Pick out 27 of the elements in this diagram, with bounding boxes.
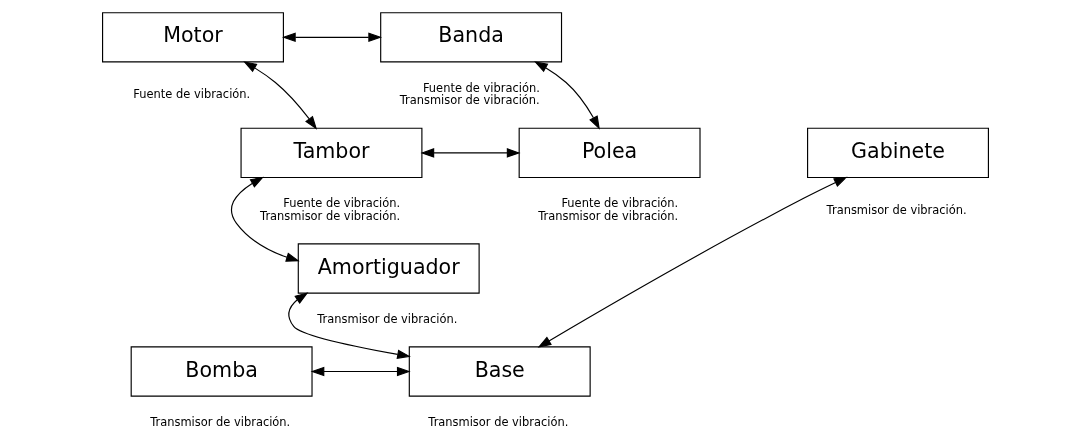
node-box: Tambor — [240, 127, 422, 179]
arrow — [533, 61, 600, 130]
node-label: Fuente de vibración. — [132, 86, 250, 101]
arrow — [281, 32, 382, 43]
arrow — [287, 292, 411, 360]
node-label: Fuente de vibración. — [422, 80, 540, 95]
node-box: Gabinete — [806, 127, 989, 179]
node-box: Motor — [101, 12, 284, 63]
node-box: Amortiguador — [297, 243, 480, 294]
node-label: Transmisor de vibración. — [427, 414, 568, 429]
node-label: Transmisor de vibración. — [259, 208, 400, 223]
node-box: Base — [408, 346, 591, 397]
node-label: Transmisor de vibración. — [316, 311, 457, 326]
arrow — [242, 61, 317, 130]
arrow — [537, 176, 848, 348]
node-label: Transmisor de vibración. — [149, 414, 290, 429]
node-label: Transmisor de vibración. — [399, 93, 540, 108]
node-box: Bomba — [130, 346, 313, 397]
node-label: Fuente de vibración. — [282, 196, 400, 211]
node-box: Banda — [379, 12, 562, 63]
arrow — [310, 366, 411, 377]
node-box: Polea — [518, 127, 701, 179]
arrow — [230, 176, 300, 262]
node-label: Transmisor de vibración. — [537, 208, 678, 223]
arrow — [419, 148, 521, 158]
node-label: Transmisor de vibración. — [826, 202, 967, 217]
node-label: Fuente de vibración. — [560, 196, 678, 211]
